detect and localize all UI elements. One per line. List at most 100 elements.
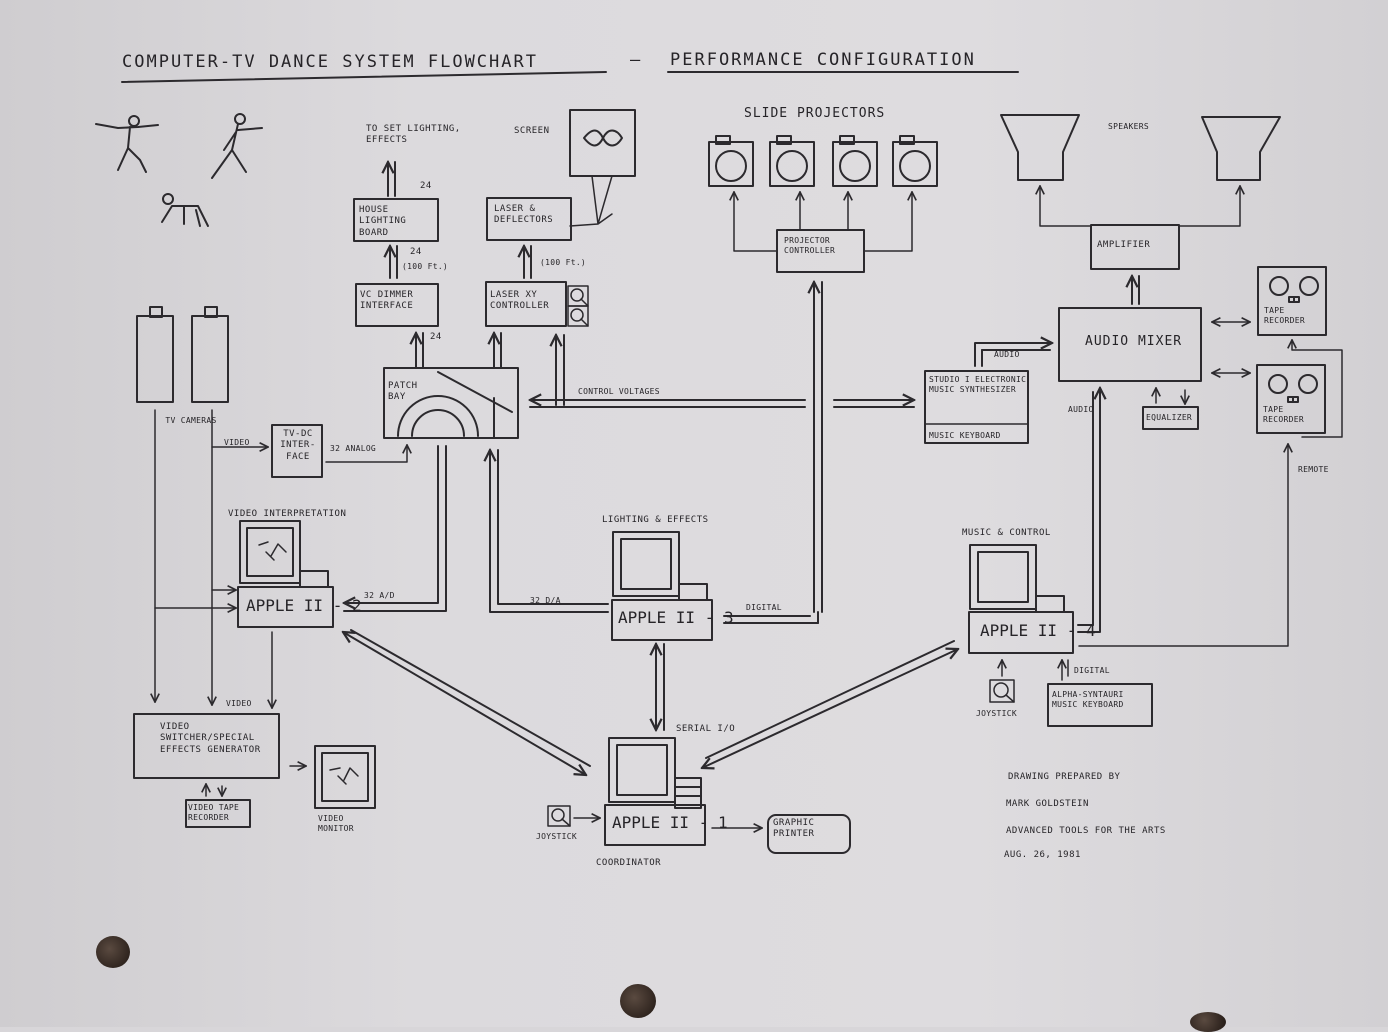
- joystick-4-label: JOYSTICK: [976, 709, 1017, 718]
- title-left: COMPUTER-TV DANCE SYSTEM FLOWCHART: [122, 52, 538, 72]
- apple-ii-2-computer: [237, 520, 334, 628]
- vc-dimmer-label: VC DIMMER INTERFACE: [360, 290, 414, 312]
- tv-cameras-label: TV CAMERAS: [165, 416, 217, 425]
- apple-ii-1-label: APPLE II - 1: [612, 813, 728, 832]
- lighting-count-mid: 24: [410, 247, 422, 257]
- patch-bay-box: [383, 367, 519, 439]
- tv-cameras-icon: [136, 306, 229, 403]
- credit-line-4: AUG. 26, 1981: [1004, 850, 1081, 860]
- video-interpretation-title: VIDEO INTERPRETATION: [228, 509, 347, 519]
- synthesizer-box: [924, 370, 1029, 444]
- analog-label: 32 ANALOG: [330, 444, 377, 453]
- projector-links: [734, 192, 912, 252]
- house-lighting-box: [353, 198, 439, 242]
- equalizer-label: EQUALIZER: [1146, 413, 1193, 422]
- house-lighting-label: HOUSE LIGHTING BOARD: [359, 205, 407, 238]
- slide-projectors-title: SLIDE PROJECTORS: [744, 106, 886, 121]
- speakers-label: SPEAKERS: [1108, 122, 1149, 131]
- title-underline: [121, 71, 1019, 83]
- alpha-syntauri-box: [1047, 683, 1153, 727]
- lighting-count-low: 24: [430, 332, 442, 342]
- da-label: 32 D/A: [530, 596, 561, 605]
- tape-links: [1212, 322, 1343, 438]
- title-dash: —: [630, 50, 643, 70]
- laser-knobs: [567, 285, 589, 327]
- binder-hole-left: [96, 936, 130, 968]
- video-monitor-label: VIDEO MONITOR: [318, 814, 354, 833]
- to-set-lighting-label: TO SET LIGHTING, EFFECTS: [366, 124, 461, 146]
- coordinator-label: COORDINATOR: [596, 858, 662, 868]
- dancer-figures: [95, 113, 263, 227]
- screen-label: SCREEN: [514, 126, 550, 136]
- speakers-icon: [1000, 114, 1281, 181]
- credit-line-2: MARK GOLDSTEIN: [1006, 799, 1089, 809]
- binder-hole-right: [1190, 1012, 1226, 1032]
- tvdc-box: [271, 424, 323, 478]
- tape-recorder-2-label: TAPE RECORDER: [1263, 405, 1304, 424]
- apple-ii-4-computer: [968, 544, 1074, 654]
- camera-feed-lines: [155, 409, 268, 705]
- lighting-arrows: [388, 162, 398, 279]
- laser-arrows: [524, 246, 532, 279]
- music-control-title: MUSIC & CONTROL: [962, 528, 1051, 538]
- equalizer-box: [1142, 406, 1199, 430]
- synth-to-mixer: [974, 343, 1052, 367]
- credit-line-1: DRAWING PREPARED BY: [1008, 772, 1121, 782]
- synthesizer-label: STUDIO I ELECTRONIC MUSIC SYNTHESIZER: [929, 375, 1027, 394]
- laser-controller-label: LASER XY CONTROLLER: [490, 290, 550, 312]
- screen-icon: [569, 109, 636, 227]
- laser-deflectors-label: LASER & DEFLECTORS: [494, 204, 554, 226]
- video-label: VIDEO: [224, 438, 250, 447]
- apple-ii-1-computer: [604, 737, 706, 846]
- apple-ii-3-computer: [611, 531, 713, 641]
- remote-label: REMOTE: [1298, 465, 1329, 474]
- video-switcher-box: [133, 713, 280, 779]
- a4-inputs: [1002, 660, 1069, 681]
- projector-controller-label: PROJECTOR CONTROLLER: [784, 236, 836, 255]
- digital-4-label: DIGITAL: [1074, 666, 1110, 675]
- digital-to-projectors: [814, 282, 823, 613]
- amp-to-speakers: [1040, 186, 1240, 227]
- lighting-length-mid: (100 Ft.): [402, 262, 449, 271]
- laser-length-label: (100 Ft.): [540, 258, 587, 267]
- equalizer-links: [1156, 388, 1185, 404]
- binder-hole-middle: [620, 984, 656, 1018]
- control-voltage-lines: [530, 400, 914, 408]
- vc-dimmer-box: [355, 283, 439, 327]
- credit-line-3: ADVANCED TOOLS FOR THE ARTS: [1006, 826, 1166, 836]
- serial-io-label: SERIAL I/O: [676, 724, 736, 734]
- joystick-1-label: JOYSTICK: [536, 832, 577, 841]
- lighting-effects-title: LIGHTING & EFFECTS: [602, 515, 709, 525]
- video-out-label: VIDEO: [226, 699, 252, 708]
- amplifier-box: [1090, 224, 1180, 270]
- amplifier-label: AMPLIFIER: [1097, 240, 1151, 250]
- a4-to-mixer: [1077, 388, 1100, 633]
- apple-ii-3-label: APPLE II - 3: [618, 608, 734, 627]
- graphic-printer-label: GRAPHIC PRINTER: [773, 818, 815, 840]
- digital-label: DIGITAL: [746, 603, 782, 612]
- tape-recorders-icon: [1256, 266, 1327, 434]
- laser-deflectors-box: [486, 197, 572, 241]
- apple-ii-2-label: APPLE II - 2: [246, 596, 362, 615]
- serial-io-links: [343, 629, 958, 775]
- video-tape-recorder-label: VIDEO TAPE RECORDER: [188, 803, 240, 822]
- laser-controller-box: [485, 281, 567, 327]
- slide-projectors-icon: [708, 135, 938, 187]
- graphic-printer-box: [767, 814, 851, 854]
- tape-recorder-1-label: TAPE RECORDER: [1264, 306, 1305, 325]
- patch-bay-inputs: [344, 445, 819, 624]
- patch-bay-label: PATCH BAY: [388, 381, 418, 403]
- music-keyboard-label: MUSIC KEYBOARD: [929, 431, 1001, 440]
- lighting-count-top: 24: [420, 181, 432, 191]
- video-monitor-icon: [314, 745, 376, 809]
- audio-side-label: AUDIO: [1068, 405, 1094, 414]
- joystick-1-icon: [547, 805, 571, 827]
- control-voltages-label: CONTROL VOLTAGES: [578, 387, 660, 396]
- apple-ii-4-label: APPLE II - 4: [980, 621, 1096, 640]
- patch-bay-outputs: [416, 333, 565, 406]
- ad-label: 32 A/D: [364, 591, 395, 600]
- mixer-to-amp: [1132, 276, 1140, 305]
- serial-link-a3: [656, 644, 665, 730]
